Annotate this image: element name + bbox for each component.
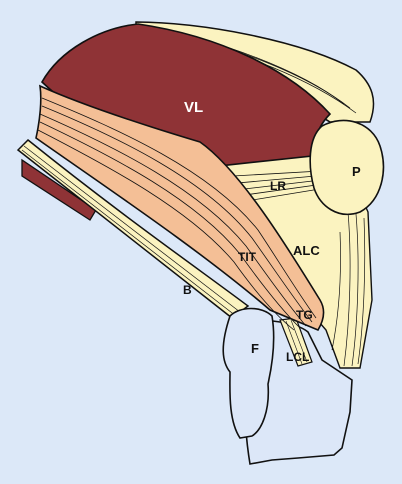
biceps-fibers xyxy=(21,145,241,317)
label-alc: ALC xyxy=(293,243,320,258)
label-p: P xyxy=(352,164,361,179)
alc-fibers xyxy=(331,211,366,367)
iliotibial-fibers xyxy=(37,97,317,331)
label-tg: TG xyxy=(296,308,313,322)
label-tit: TIT xyxy=(238,250,257,264)
vastus-lateralis-distal xyxy=(21,158,97,221)
label-lcl: LCL xyxy=(286,350,309,364)
biceps-femoris-tendon xyxy=(16,138,250,319)
label-lr: LR xyxy=(270,179,286,193)
label-vl: VL xyxy=(184,99,203,116)
lcl-fibers xyxy=(285,319,308,365)
patella xyxy=(309,119,385,216)
iliotibial-tract xyxy=(35,84,325,332)
label-f: F xyxy=(251,341,259,356)
femur-bone xyxy=(222,307,275,439)
label-b: B xyxy=(183,283,192,297)
